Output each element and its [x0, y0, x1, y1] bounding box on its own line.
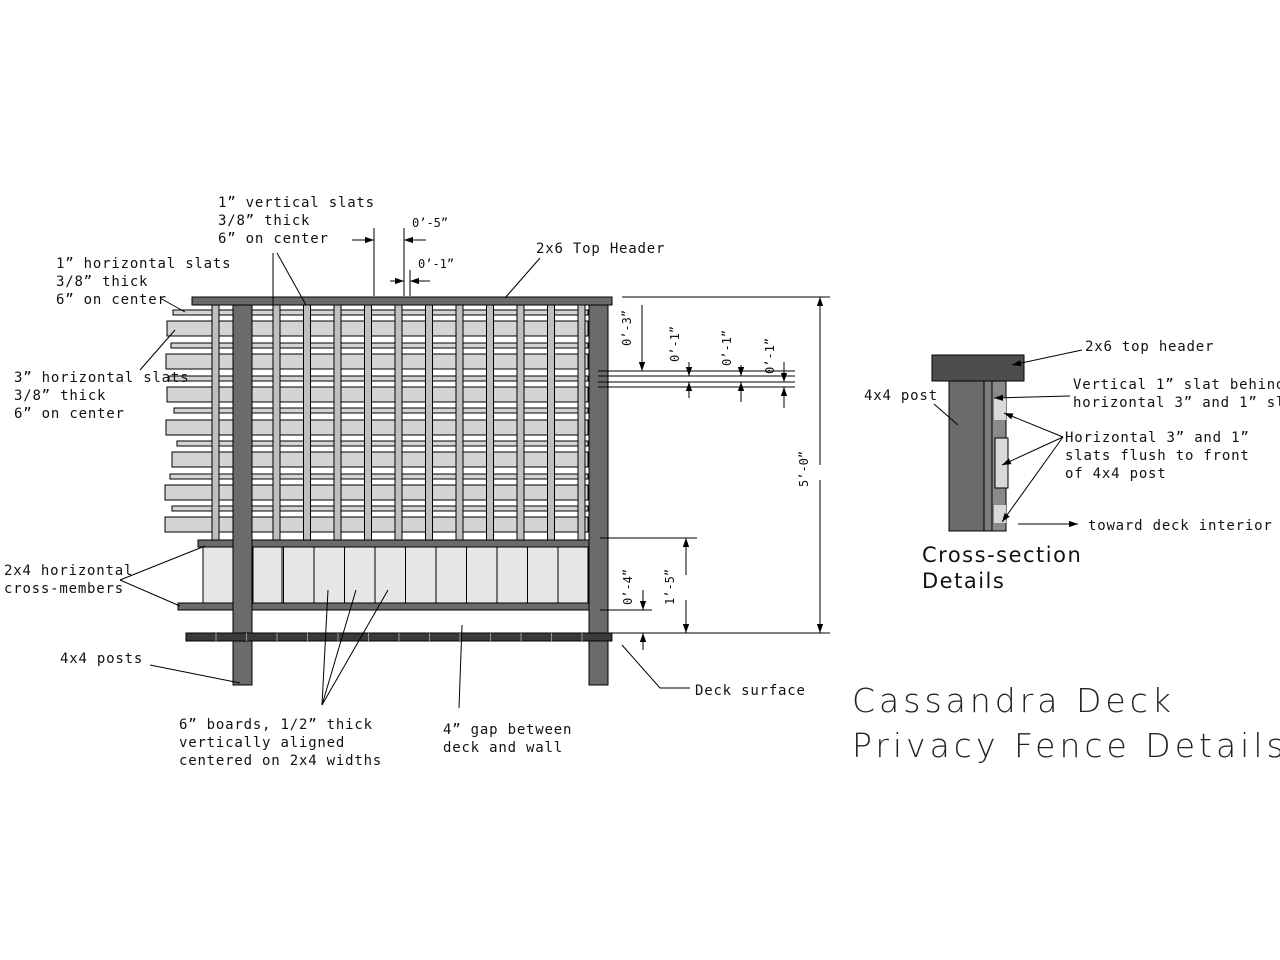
- boards-label-2: vertically aligned: [179, 735, 345, 751]
- gap-label-1: 4” gap between: [443, 722, 572, 738]
- vertical-slat: [303, 304, 311, 542]
- dim-rail-3: 0’-1”: [763, 338, 777, 374]
- horizontal-slat-3in: [164, 516, 589, 533]
- elevation-labels: 1” vertical slats 3/8” thick 6” on cente…: [4, 195, 806, 769]
- horizontal-slat-1in: [176, 440, 589, 447]
- horizontal-slats: [164, 309, 589, 533]
- vertical-slat: [455, 304, 464, 542]
- horizontal-slat-3in: [165, 353, 589, 370]
- cs-vertical-slat: [983, 380, 993, 532]
- horizontal-slat-1in: [173, 407, 589, 414]
- horizontal-slat-3in: [166, 320, 589, 337]
- horizontal-1in-label-2: 3/8” thick: [56, 274, 148, 290]
- vertical-slat: [333, 304, 342, 542]
- cs-interior-label: toward deck interior: [1088, 518, 1273, 534]
- right-post: [588, 304, 609, 686]
- horizontal-slat-1in: [171, 505, 589, 512]
- posts-label: 4x4 posts: [60, 651, 143, 667]
- vertical-slat: [547, 304, 555, 542]
- boards-label-3: centered on 2x4 widths: [179, 753, 382, 769]
- vertical-slat: [577, 304, 586, 542]
- cs-top-header: [931, 354, 1025, 382]
- dim-overall-height: 5’-0”: [797, 451, 811, 487]
- dimension-lines: 0’-5” 0’-1” 0’-3” 0’-1” 0’-1” 0’-1” 5’-0…: [352, 216, 830, 650]
- horizontal-slat-1in: [172, 309, 589, 316]
- vertical-slat: [486, 304, 494, 542]
- leader-lines: [119, 252, 690, 709]
- vertical-slats-label-3: 6” on center: [218, 231, 329, 247]
- gap-label-2: deck and wall: [443, 740, 563, 756]
- vertical-slat: [364, 304, 372, 542]
- horizontal-slat-1in: [169, 473, 589, 480]
- vertical-slat: [394, 304, 403, 542]
- deck-joints: [215, 633, 644, 641]
- drawing-title-line-1: Cassandra Deck: [852, 681, 1175, 720]
- cross-members-label-2: cross-members: [4, 581, 124, 597]
- vertical-slat: [516, 304, 525, 542]
- cs-horizontal-slat-top: [994, 398, 1006, 420]
- dim-slat-width: 0’-1”: [418, 257, 454, 271]
- drawing-title-line-2: Privacy Fence Details: [852, 726, 1280, 765]
- cs-horizontal-slat-bottom: [994, 505, 1006, 523]
- horizontal-3in-label-3: 6” on center: [14, 406, 125, 422]
- cross-members-label-1: 2x4 horizontal: [4, 563, 133, 579]
- deck-surface-label: Deck surface: [695, 683, 806, 699]
- horizontal-1in-label-3: 6” on center: [56, 292, 167, 308]
- vertical-slat: [425, 304, 433, 542]
- fence-elevation: [164, 296, 644, 686]
- top-header-label: 2x6 Top Header: [536, 241, 665, 257]
- cs-post: [948, 380, 985, 532]
- cross-section-detail: 2x6 top header 4x4 post Vertical 1” slat…: [864, 339, 1280, 593]
- left-post: [232, 304, 253, 686]
- dim-top-offset: 0’-3”: [620, 310, 634, 346]
- dim-lower-section: 1’-5”: [663, 569, 677, 605]
- vertical-slats-label-2: 3/8” thick: [218, 213, 310, 229]
- horizontal-slat-3in: [166, 386, 589, 403]
- horizontal-slat-3in: [165, 419, 589, 436]
- cs-post-label: 4x4 post: [864, 388, 938, 404]
- horizontal-slat-3in: [164, 484, 589, 501]
- horizontal-3in-label-1: 3” horizontal slats: [14, 370, 189, 386]
- cs-vertical-slat-label-2: horizontal 3” and 1” slats: [1073, 395, 1280, 411]
- cs-top-header-label: 2x6 top header: [1085, 339, 1214, 355]
- cs-horizontal-slats-label-2: slats flush to front: [1065, 448, 1250, 464]
- vertical-slat: [272, 304, 281, 542]
- horizontal-1in-label-1: 1” horizontal slats: [56, 256, 231, 272]
- dim-slat-spacing: 0’-5”: [412, 216, 448, 230]
- boards-label-1: 6” boards, 1/2” thick: [179, 717, 373, 733]
- horizontal-slat-1in: [168, 375, 589, 382]
- cs-horizontal-slats-label-1: Horizontal 3” and 1”: [1065, 430, 1250, 446]
- vertical-slats-label-1: 1” vertical slats: [218, 195, 375, 211]
- horizontal-slat-1in: [170, 342, 589, 349]
- cs-heading-1: Cross-section: [922, 543, 1082, 567]
- cs-vertical-slat-label-1: Vertical 1” slat behind: [1073, 377, 1280, 393]
- dim-rail-2: 0’-1”: [720, 330, 734, 366]
- horizontal-3in-label-2: 3/8” thick: [14, 388, 106, 404]
- upper-cross-member: [197, 539, 594, 548]
- cs-heading-2: Details: [922, 569, 1005, 593]
- top-header: [191, 296, 613, 306]
- dim-deck-gap: 0’-4”: [621, 569, 635, 605]
- lower-board-panel: [202, 545, 589, 605]
- vertical-slat: [211, 304, 220, 542]
- cs-horizontal-slats-label-3: of 4x4 post: [1065, 466, 1167, 482]
- dim-rail-1: 0’-1”: [668, 326, 682, 362]
